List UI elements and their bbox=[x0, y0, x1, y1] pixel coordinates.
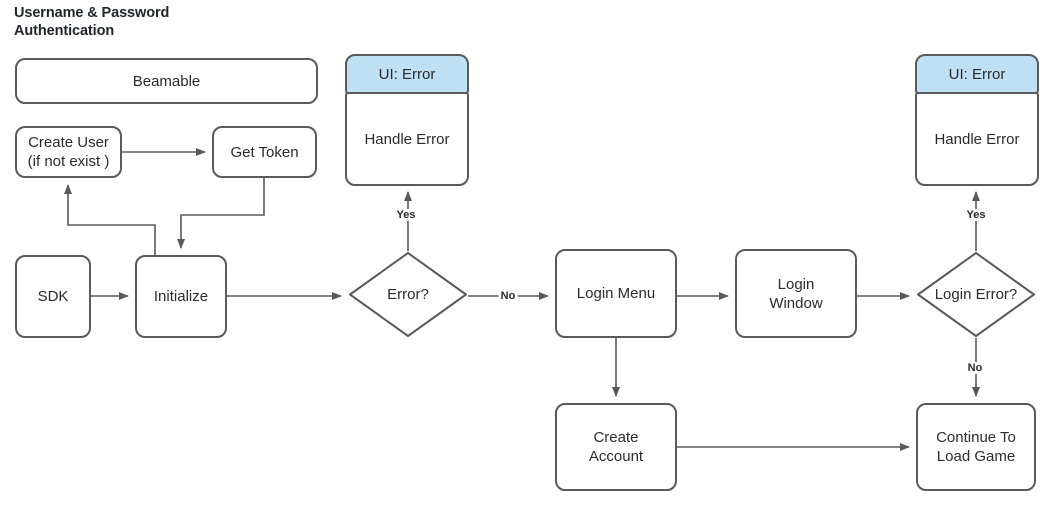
node-continue-load-game[interactable]: Continue To Load Game bbox=[916, 403, 1036, 491]
edge-label-login-error-yes: Yes bbox=[964, 209, 988, 221]
node-login-window-label: Login Window bbox=[769, 275, 823, 312]
node-login-menu-label: Login Menu bbox=[576, 285, 656, 302]
node-initialize[interactable]: Initialize bbox=[135, 255, 227, 338]
node-login-error-decision[interactable]: Login Error? bbox=[916, 251, 1036, 338]
node-create-account[interactable]: Create Account bbox=[555, 403, 677, 491]
node-ui-error-right-body: Handle Error bbox=[915, 92, 1039, 186]
node-login-window[interactable]: Login Window bbox=[735, 249, 857, 338]
edge-label-error-no: No bbox=[498, 290, 518, 302]
node-login-menu[interactable]: Login Menu bbox=[555, 249, 677, 338]
edge-label-error-yes: Yes bbox=[394, 209, 418, 221]
node-sdk[interactable]: SDK bbox=[15, 255, 91, 338]
node-get-token[interactable]: Get Token bbox=[212, 126, 317, 178]
node-create-account-label: Create Account bbox=[588, 429, 644, 465]
node-continue-load-game-label: Continue To Load Game bbox=[936, 429, 1016, 465]
node-ui-error-left-header: UI: Error bbox=[345, 54, 469, 94]
node-beamable[interactable]: Beamable bbox=[15, 58, 318, 104]
node-create-user[interactable]: Create User (if not exist ) bbox=[15, 126, 122, 178]
edge-label-login-error-no: No bbox=[965, 362, 985, 374]
edge-initialize-to-create-user bbox=[64, 184, 156, 255]
node-ui-error-left[interactable]: UI: Error Handle Error bbox=[345, 54, 469, 186]
node-sdk-label: SDK bbox=[37, 288, 69, 305]
node-beamable-label: Beamable bbox=[132, 72, 201, 90]
node-create-user-label: Create User (if not exist ) bbox=[27, 134, 110, 170]
edge-get-token-to-initialize bbox=[177, 178, 265, 249]
node-get-token-label: Get Token bbox=[230, 143, 299, 161]
node-error-decision[interactable]: Error? bbox=[348, 251, 468, 338]
node-ui-error-right-header: UI: Error bbox=[915, 54, 1039, 94]
node-ui-error-right[interactable]: UI: Error Handle Error bbox=[915, 54, 1039, 186]
node-initialize-label: Initialize bbox=[153, 288, 209, 305]
node-ui-error-left-body: Handle Error bbox=[345, 92, 469, 186]
page-title: Username & Password Authentication bbox=[14, 5, 170, 39]
